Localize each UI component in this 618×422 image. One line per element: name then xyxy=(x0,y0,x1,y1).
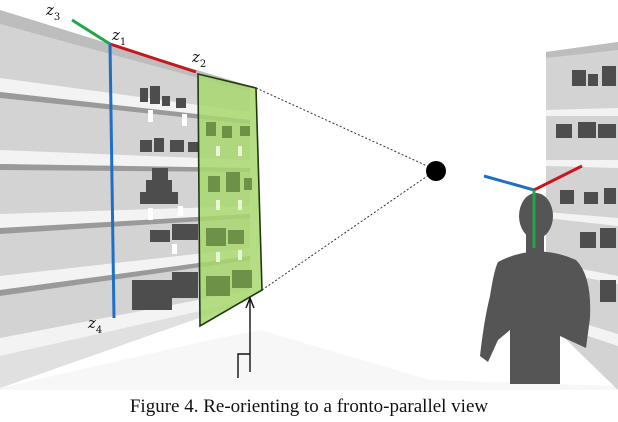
label-z2: z2 xyxy=(191,48,206,70)
label-z3: z3 xyxy=(45,1,60,23)
shelf-axes xyxy=(71,18,197,319)
label-z1: z1 xyxy=(111,26,126,48)
head-axes xyxy=(483,164,583,248)
projection-line-top xyxy=(255,87,437,171)
floor-left xyxy=(0,330,618,390)
left-shelf-unit xyxy=(0,10,250,388)
label-z4: z4 xyxy=(87,314,102,336)
diagram-canvas: z3 z1 z2 z4 xyxy=(0,0,618,390)
fronto-parallel-plane xyxy=(197,72,263,328)
camera-center-point xyxy=(426,161,446,181)
figure-caption: Figure 4. Re-orienting to a fronto-paral… xyxy=(129,396,489,417)
plane-arrow xyxy=(237,296,255,378)
projection-line-bottom xyxy=(261,169,437,291)
